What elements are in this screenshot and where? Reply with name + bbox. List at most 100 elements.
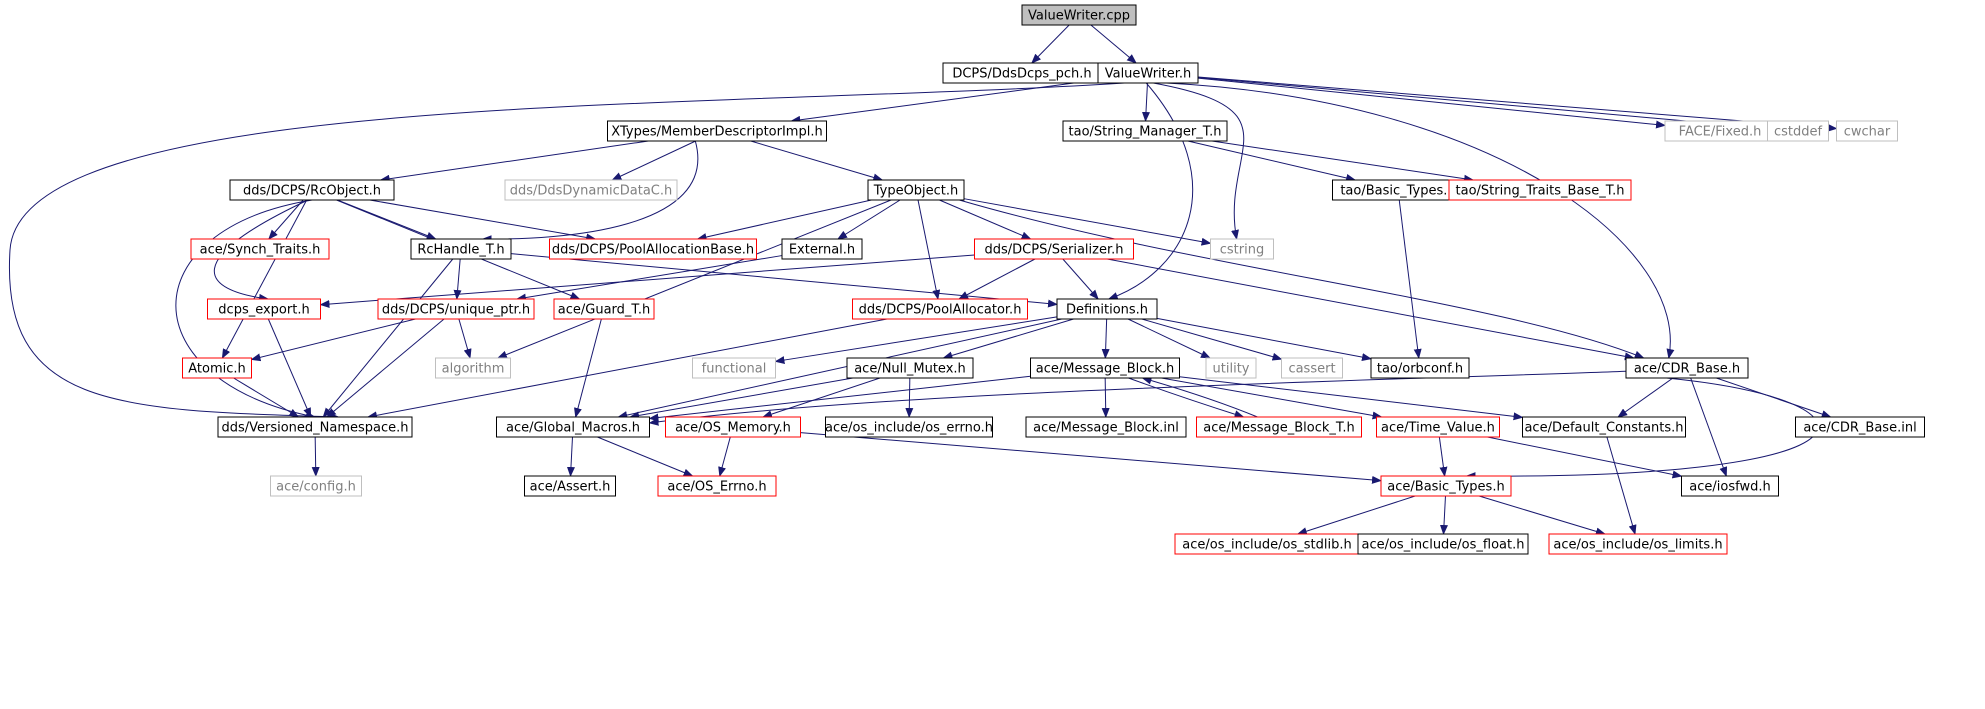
edge-message_block_t-to-message_block <box>1141 376 1258 418</box>
node-message-block[interactable]: ace/Message_Block.h <box>1030 357 1180 379</box>
node-global-macros[interactable]: ace/Global_Macros.h <box>496 416 650 438</box>
node-ace-assert[interactable]: ace/Assert.h <box>524 475 616 497</box>
edge-unique_ptr-to-versioned_namespace <box>326 318 445 418</box>
edge-unique_ptr-to-algorithm <box>458 318 472 359</box>
edge-valuewriter_cpp-to-valuewriter_h <box>1090 24 1137 64</box>
node-label: tao/String_Traits_Base_T.h <box>1456 184 1625 199</box>
node-label: ace/Guard_T.h <box>558 303 650 318</box>
edge-typeobject-to-cstring <box>963 198 1212 246</box>
node-os-stdlib[interactable]: ace/os_include/os_stdlib.h <box>1174 533 1360 555</box>
node-string-traits-base-t[interactable]: tao/String_Traits_Base_T.h <box>1448 179 1632 201</box>
node-label: tao/orbconf.h <box>1377 362 1463 377</box>
edge-valuewriter_h-to-cstddef <box>1197 76 1769 132</box>
node-cdr-base[interactable]: ace/CDR_Base.h <box>1625 357 1749 379</box>
node-valuewriter-h[interactable]: ValueWriter.h <box>1097 62 1199 84</box>
node-versioned-namespace[interactable]: dds/Versioned_Namespace.h <box>217 416 413 438</box>
edge-serializer-to-definitions <box>1062 258 1099 300</box>
node-label: cstddef <box>1774 125 1823 140</box>
node-time-value[interactable]: ace/Time_Value.h <box>1376 416 1500 438</box>
node-null-mutex[interactable]: ace/Null_Mutex.h <box>846 357 974 379</box>
node-box <box>846 357 974 379</box>
node-ace-config[interactable]: ace/config.h <box>270 475 362 497</box>
node-box <box>190 238 330 260</box>
node-iosfwd[interactable]: ace/iosfwd.h <box>1681 475 1779 497</box>
node-ddsdcps-pch[interactable]: DCPS/DdsDcps_pch.h <box>942 62 1102 84</box>
node-box <box>825 416 993 438</box>
node-basic-types-ace[interactable]: ace/Basic_Types.h <box>1380 475 1512 497</box>
node-cdr-base-inl[interactable]: ace/CDR_Base.inl <box>1795 416 1925 438</box>
node-valuewriter-cpp[interactable]: ValueWriter.cpp <box>1021 4 1137 26</box>
node-box <box>1030 357 1180 379</box>
node-os-limits[interactable]: ace/os_include/os_limits.h <box>1548 533 1728 555</box>
node-label: XTypes/MemberDescriptorImpl.h <box>611 125 822 140</box>
node-box <box>553 298 655 320</box>
node-label: cstring <box>1220 243 1264 258</box>
node-poolallocationbase[interactable]: dds/DCPS/PoolAllocationBase.h <box>549 238 757 260</box>
edge-definitions-to-orbconf <box>1156 317 1372 362</box>
node-label: FACE/Fixed.h <box>1679 125 1762 140</box>
node-label: DCPS/DdsDcps_pch.h <box>952 67 1091 82</box>
node-dcps-export[interactable]: dcps_export.h <box>207 298 321 320</box>
node-rcobject[interactable]: dds/DCPS/RcObject.h <box>229 179 395 201</box>
edge-serializer-to-poolallocator <box>958 258 1036 300</box>
node-label: ace/Synch_Traits.h <box>200 243 321 258</box>
node-label: dds/DdsDynamicDataC.h <box>510 184 673 199</box>
node-string-manager-t[interactable]: tao/String_Manager_T.h <box>1062 120 1228 142</box>
edge-global_macros-to-os_errno <box>597 436 694 477</box>
node-label: ace/os_include/os_stdlib.h <box>1182 538 1351 553</box>
node-label: ace/OS_Errno.h <box>667 480 766 495</box>
node-cassert[interactable]: cassert <box>1281 357 1343 379</box>
node-ddsdynamicdatac[interactable]: dds/DdsDynamicDataC.h <box>504 179 678 201</box>
node-memberdescriptorimpl[interactable]: XTypes/MemberDescriptorImpl.h <box>607 120 827 142</box>
node-face-fixed[interactable]: FACE/Fixed.h <box>1664 120 1776 142</box>
node-atomic[interactable]: Atomic.h <box>182 357 252 379</box>
node-external[interactable]: External.h <box>781 238 863 260</box>
node-unique-ptr[interactable]: dds/DCPS/unique_ptr.h <box>377 298 535 320</box>
node-message-block-t[interactable]: ace/Message_Block_T.h <box>1196 416 1362 438</box>
node-os-errno-h[interactable]: ace/os_include/os_errno.h <box>825 416 993 438</box>
edge-cdr_base-to-iosfwd <box>1690 377 1728 477</box>
node-message-block-inl[interactable]: ace/Message_Block.inl <box>1025 416 1187 438</box>
edge-message_block-to-message_block_inl <box>1101 377 1110 418</box>
node-label: utility <box>1213 362 1250 377</box>
node-box <box>692 357 776 379</box>
edge-valuewriter_h-to-versioned_namespace <box>8 82 1125 421</box>
node-synch-traits[interactable]: ace/Synch_Traits.h <box>190 238 330 260</box>
node-serializer[interactable]: dds/DCPS/Serializer.h <box>974 238 1134 260</box>
edge-rcobject-to-atomic <box>221 199 308 359</box>
node-default-constants[interactable]: ace/Default_Constants.h <box>1522 416 1686 438</box>
node-os-float[interactable]: ace/os_include/os_float.h <box>1357 533 1529 555</box>
node-cstring[interactable]: cstring <box>1210 238 1274 260</box>
node-box <box>657 475 777 497</box>
node-box <box>229 179 395 201</box>
node-cstddef[interactable]: cstddef <box>1767 120 1829 142</box>
node-label: ace/os_include/os_limits.h <box>1553 538 1722 553</box>
node-label: dds/DCPS/PoolAllocator.h <box>859 303 1022 318</box>
node-functional[interactable]: functional <box>692 357 776 379</box>
node-box <box>1376 416 1500 438</box>
node-cwchar[interactable]: cwchar <box>1836 120 1898 142</box>
edge-typeobject-to-cdr_base <box>959 199 1645 359</box>
node-box <box>1380 475 1512 497</box>
edge-memberdescriptorimpl-to-ddsdynamicdatac <box>611 140 696 181</box>
edge-rcobject-to-poolallocationbase <box>369 199 597 242</box>
node-os-errno[interactable]: ace/OS_Errno.h <box>657 475 777 497</box>
node-algorithm[interactable]: algorithm <box>435 357 511 379</box>
node-typeobject[interactable]: TypeObject.h <box>867 179 965 201</box>
node-guard-t[interactable]: ace/Guard_T.h <box>553 298 655 320</box>
node-rchandle-t[interactable]: RcHandle_T.h <box>410 238 512 260</box>
node-box <box>1196 416 1362 438</box>
node-label: ace/Message_Block_T.h <box>1203 421 1354 436</box>
node-poolallocator[interactable]: dds/DCPS/PoolAllocator.h <box>852 298 1028 320</box>
edge-unique_ptr-to-atomic <box>250 318 416 362</box>
node-box <box>1795 416 1925 438</box>
node-definitions[interactable]: Definitions.h <box>1056 298 1158 320</box>
node-utility[interactable]: utility <box>1205 357 1257 379</box>
node-label: ace/Assert.h <box>530 480 611 495</box>
edge-message_block-to-default_constants <box>1179 376 1524 421</box>
node-orbconf[interactable]: tao/orbconf.h <box>1370 357 1470 379</box>
node-os-memory[interactable]: ace/OS_Memory.h <box>665 416 801 438</box>
node-box <box>1210 238 1274 260</box>
node-basic-types-tao[interactable]: tao/Basic_Types.h <box>1332 179 1464 201</box>
edge-versioned_namespace-to-ace_config <box>311 436 320 477</box>
